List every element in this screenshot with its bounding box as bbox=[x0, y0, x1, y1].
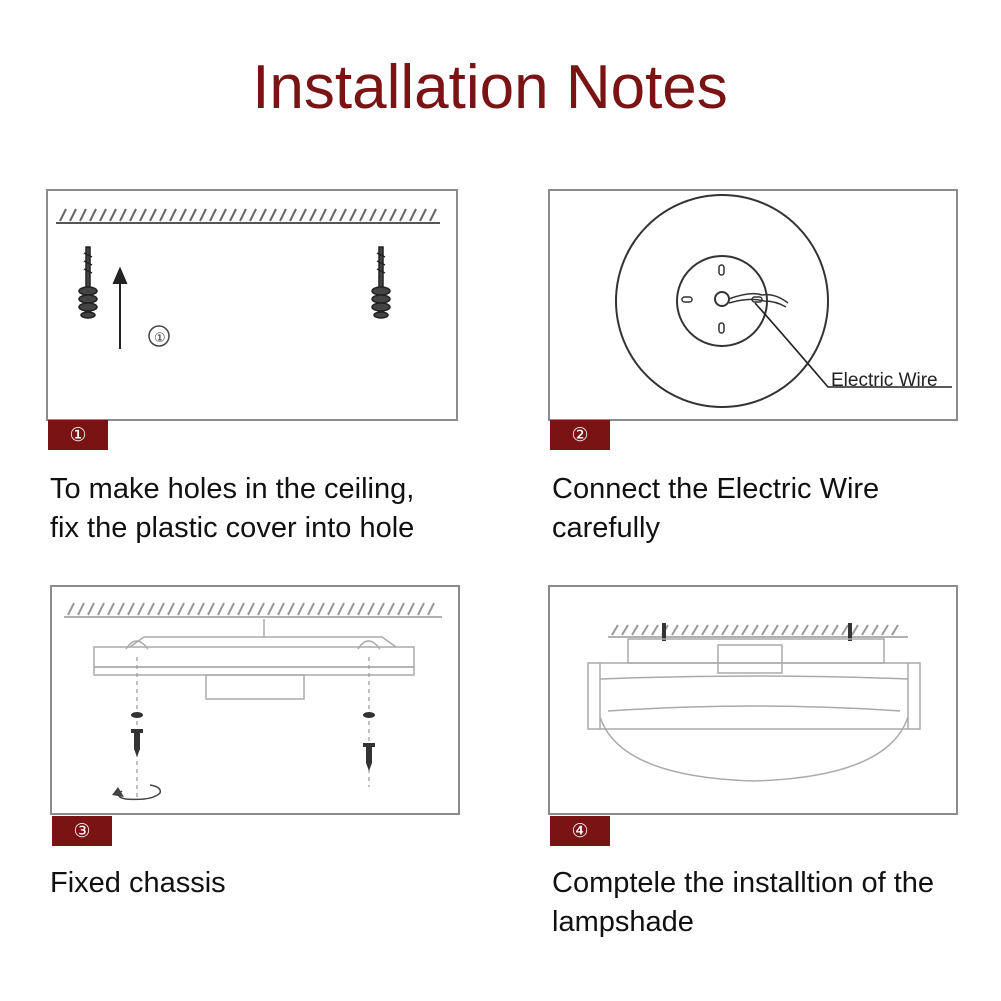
ceiling-drill-diagram: ① bbox=[56, 208, 440, 349]
screw-right bbox=[363, 712, 375, 771]
inline-step-marker: ① bbox=[154, 331, 166, 346]
chassis-plate bbox=[93, 636, 415, 700]
caption-line: Comptele the installtion of the bbox=[552, 867, 935, 899]
step-1-illustration: ① bbox=[46, 189, 458, 421]
fixed-chassis-diagram bbox=[64, 602, 442, 801]
lampshade-install-diagram bbox=[587, 623, 921, 782]
lampshade bbox=[587, 638, 921, 782]
step-3-illustration bbox=[50, 585, 460, 815]
step-2-illustration: Electric Wire bbox=[548, 189, 958, 421]
wire-connection-diagram: Electric Wire bbox=[615, 194, 952, 408]
step-4-illustration bbox=[548, 585, 958, 815]
caption-line: lampshade bbox=[552, 906, 694, 938]
electric-wire-label: Electric Wire bbox=[831, 370, 938, 391]
caption-line: Fixed chassis bbox=[50, 867, 226, 899]
step-2-badge: ② bbox=[550, 420, 610, 450]
rotate-arrow-icon bbox=[112, 784, 162, 801]
caption-line: Connect the Electric Wire bbox=[552, 473, 880, 505]
step-3-badge: ③ bbox=[52, 816, 112, 846]
page-title: Installation Notes bbox=[252, 53, 728, 122]
screw-left bbox=[131, 712, 143, 757]
wall-anchor-right bbox=[371, 246, 391, 319]
caption-line: fix the plastic cover into hole bbox=[50, 512, 415, 544]
step-2-caption: Connect the Electric Wire carefully bbox=[552, 470, 879, 548]
arrow-up-icon bbox=[112, 266, 128, 349]
step-3-caption: Fixed chassis bbox=[50, 864, 226, 903]
step-1-badge: ① bbox=[48, 420, 108, 450]
step-1-caption: To make holes in the ceiling, fix the pl… bbox=[50, 470, 414, 548]
caption-line: To make holes in the ceiling, bbox=[50, 473, 415, 505]
wall-anchor-left bbox=[78, 246, 98, 319]
step-4-caption: Comptele the installtion of the lampshad… bbox=[552, 864, 934, 942]
caption-line: carefully bbox=[552, 512, 660, 544]
step-4-badge: ④ bbox=[550, 816, 610, 846]
